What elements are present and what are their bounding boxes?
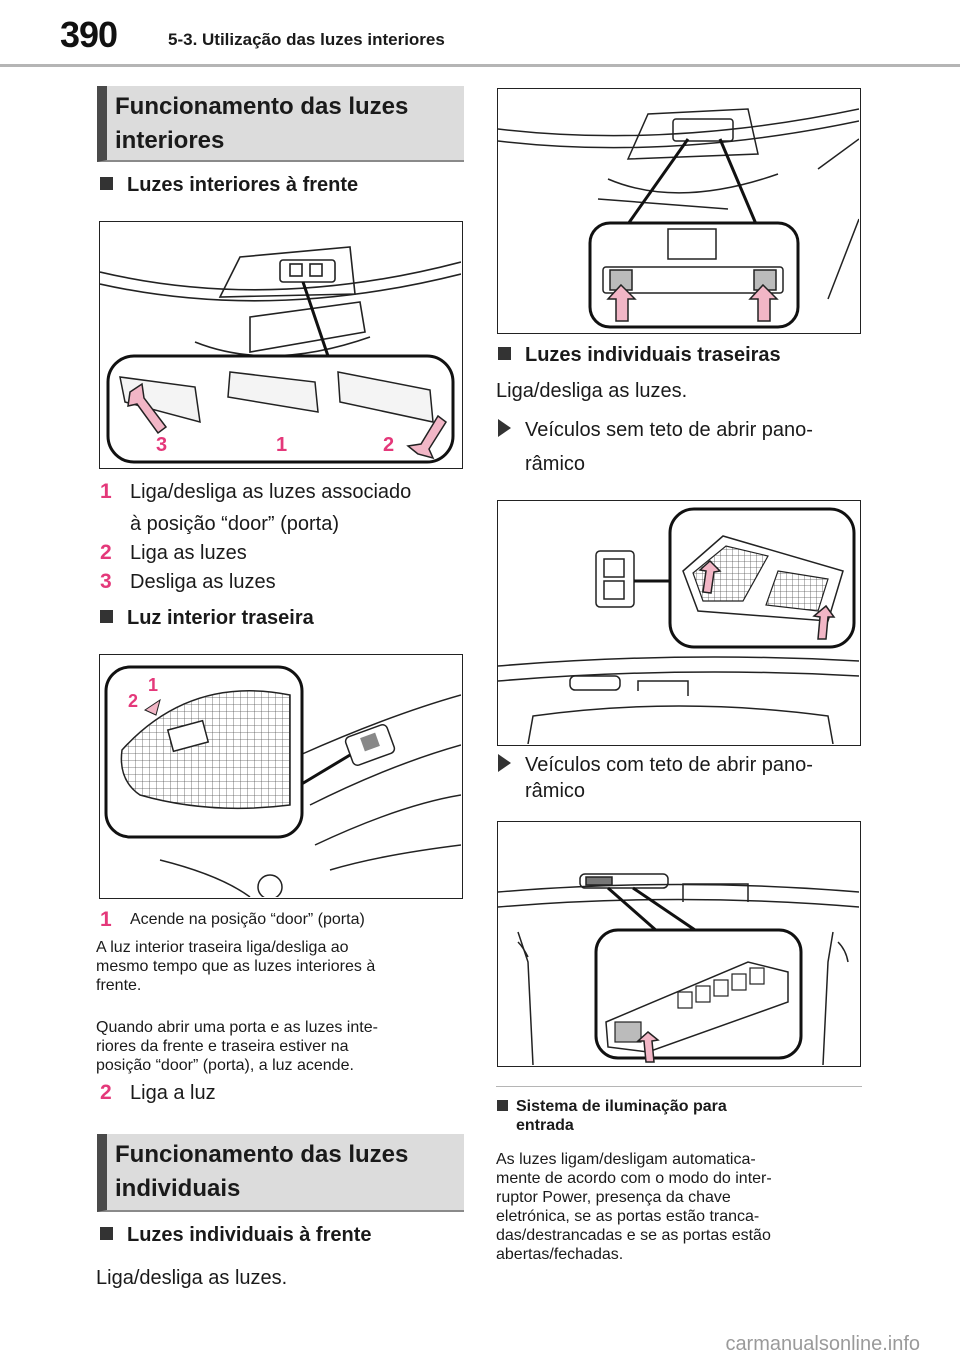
page-number: 390 xyxy=(60,14,118,55)
section-title-individual-lights: Funcionamento das luzes individuais xyxy=(97,1134,464,1212)
square-bullet-icon xyxy=(498,347,511,360)
figure1-label-1: 1 xyxy=(276,434,287,456)
subheading-front-interior: Luzes interiores à frente xyxy=(100,174,358,197)
bullet-without-panoramic-roof: Veículos sem teto de abrir pano- râmico xyxy=(498,414,863,480)
individual-front-text: Liga/desliga as luzes. xyxy=(96,1267,288,1289)
subheading-individual-rear: Luzes individuais traseiras xyxy=(498,344,781,367)
note-divider xyxy=(496,1086,862,1087)
figure-rear-interior-light: 2 1 xyxy=(99,654,463,899)
triangle-bullet-icon xyxy=(498,419,511,437)
watermark: carmanualsonline.info xyxy=(725,1333,920,1355)
bullet-with-panoramic-roof: Veículos com teto de abrir pano- râmico xyxy=(498,752,863,804)
square-bullet-icon xyxy=(100,177,113,190)
list-item-front-2: 2 Liga as luzes xyxy=(100,541,247,564)
rear-paragraph-2: Quando abrir uma porta e as luzes inte- … xyxy=(96,1019,378,1074)
front-lights-illustration: 3 1 2 xyxy=(100,246,462,464)
rear-light-illustration: 2 1 xyxy=(104,665,462,898)
note-paragraph: As luzes ligam/desligam automatica- ment… xyxy=(496,1151,772,1263)
figure1-label-2: 2 xyxy=(383,434,394,456)
list-item-front-3: 3 Desliga as luzes xyxy=(100,570,276,593)
square-bullet-icon xyxy=(100,1227,113,1240)
rear-paragraph-1: A luz interior traseira liga/desliga ao … xyxy=(96,939,376,994)
note-heading: Sistema de iluminação para entrada xyxy=(497,1097,863,1135)
figure-rear-lights-with-roof xyxy=(497,821,861,1067)
square-bullet-icon xyxy=(100,610,113,623)
list-item-front-1: 1 Liga/desliga as luzes associado à posi… xyxy=(100,480,412,535)
individual-rear-text: Liga/desliga as luzes. xyxy=(496,380,688,402)
figure1-label-3: 3 xyxy=(156,434,167,456)
rear-no-roof-illustration xyxy=(498,507,860,745)
figure-front-interior-lights: 3 1 2 xyxy=(99,221,463,469)
rear-item-1: 1 Acende na posição “door” (porta) xyxy=(100,908,365,931)
figure2-label-1: 1 xyxy=(148,675,158,695)
figure2-label-2: 2 xyxy=(128,691,138,711)
section-title-interior-lights: Funcionamento das luzes interiores xyxy=(97,86,464,162)
figure-individual-front-lights xyxy=(497,88,861,334)
chapter-title: 5-3. Utilização das luzes interiores xyxy=(168,30,445,49)
individual-front-illustration xyxy=(498,108,860,329)
square-bullet-icon xyxy=(497,1100,508,1111)
rear-item-2: 2 Liga a luz xyxy=(100,1081,216,1104)
figure-rear-lights-no-roof xyxy=(497,500,861,746)
subheading-rear-interior: Luz interior traseira xyxy=(100,607,314,630)
subheading-individual-front: Luzes individuais à frente xyxy=(100,1224,372,1247)
header-divider xyxy=(0,64,960,67)
rear-with-roof-illustration xyxy=(498,873,860,1066)
triangle-bullet-icon xyxy=(498,754,511,772)
